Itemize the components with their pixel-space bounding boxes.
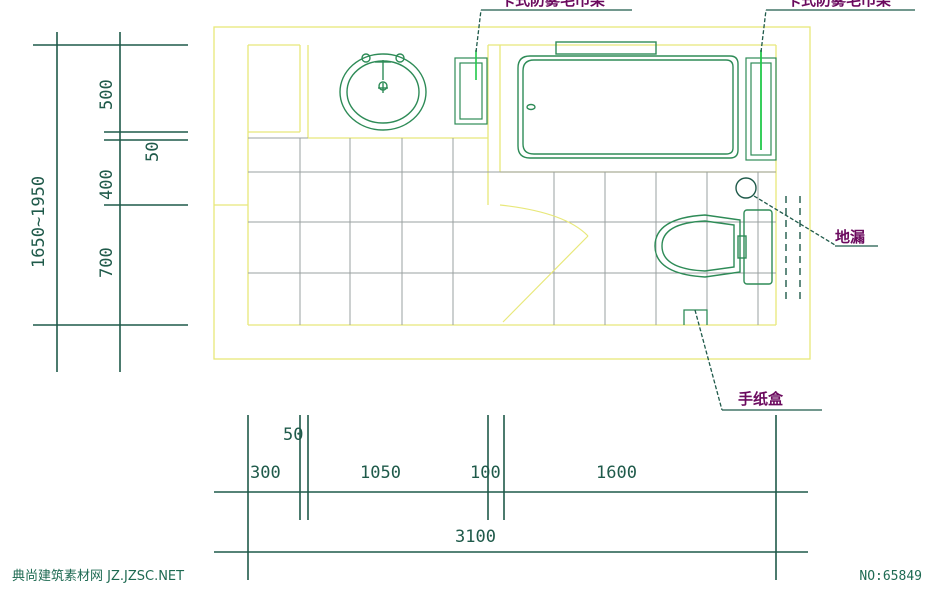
dim-1600: 1600 bbox=[596, 463, 637, 483]
dim-total-height: 1650~1950 bbox=[29, 176, 49, 268]
dim-300: 300 bbox=[250, 463, 281, 483]
dim-700: 700 bbox=[97, 247, 117, 278]
callout-towel-rack-right: 卡式防雾毛巾架 bbox=[786, 0, 891, 9]
site-watermark: 典尚建筑素材网 JZ.JZSC.NET bbox=[12, 569, 185, 584]
callout-towel-rack-left: 卡式防雾毛巾架 bbox=[500, 0, 605, 9]
bathtub bbox=[517, 41, 739, 159]
callout-floor-drain: 地漏 bbox=[835, 228, 865, 246]
door-swing bbox=[499, 204, 589, 323]
towel-rack-left bbox=[454, 50, 488, 125]
window-dashed bbox=[785, 196, 801, 300]
drawing-code: NO:65849 bbox=[859, 569, 922, 584]
dim-total-width: 3100 bbox=[455, 527, 496, 547]
callout-leaders bbox=[475, 9, 836, 411]
floor-drain bbox=[735, 177, 757, 199]
dim-400: 400 bbox=[97, 169, 117, 200]
towel-rack-right bbox=[745, 50, 777, 161]
dim-50-horizontal: 50 bbox=[283, 425, 303, 445]
dim-100: 100 bbox=[470, 463, 501, 483]
horizontal-dimension-chain bbox=[214, 415, 808, 580]
dim-50-vertical: 50 bbox=[143, 142, 163, 162]
floor-tile-grid bbox=[248, 137, 776, 325]
washbasin bbox=[339, 53, 427, 131]
walls bbox=[213, 26, 811, 360]
vertical-dimension-chain bbox=[33, 32, 188, 372]
dim-1050: 1050 bbox=[360, 463, 401, 483]
toilet bbox=[654, 209, 773, 285]
callout-paper-holder: 手纸盒 bbox=[738, 390, 784, 408]
dim-500: 500 bbox=[97, 79, 117, 110]
